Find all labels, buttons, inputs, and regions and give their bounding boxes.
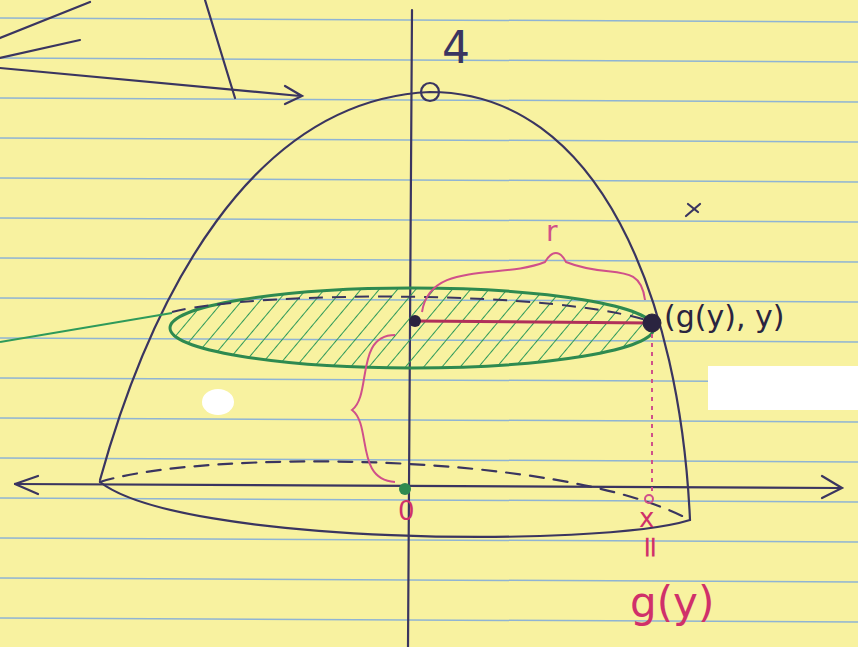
x-point [645,495,653,503]
ruled-lines [0,18,858,622]
green-line [0,313,172,342]
height-brace [352,335,395,482]
equals-sign: = [636,534,666,559]
arrowhead [15,476,38,494]
sketch-line [205,0,235,98]
dome-curve [100,92,690,520]
base-ellipse-front [100,482,690,537]
radius-label: r [546,218,558,246]
sketch-line [0,40,80,58]
white-out [708,366,858,410]
boundary-point [643,314,661,332]
drop-line [651,334,653,492]
sketch-axis [0,68,302,104]
center-dot [409,315,421,327]
radius-brace [422,253,645,312]
white-out [202,389,234,415]
x-axis [15,476,842,498]
origin-dot [399,483,411,495]
radius-line [415,321,650,323]
function-label: g(y) [630,582,714,624]
point-label: (g(y), y) [664,302,784,332]
doodle [686,204,700,216]
axis-value: 4 [442,26,470,70]
origin-label: 0 [398,498,415,524]
top-point [421,83,439,101]
axis-label: x [639,505,654,531]
base-ellipse-back [100,461,690,520]
sketch-line [0,2,90,38]
disk-slice [170,288,654,368]
